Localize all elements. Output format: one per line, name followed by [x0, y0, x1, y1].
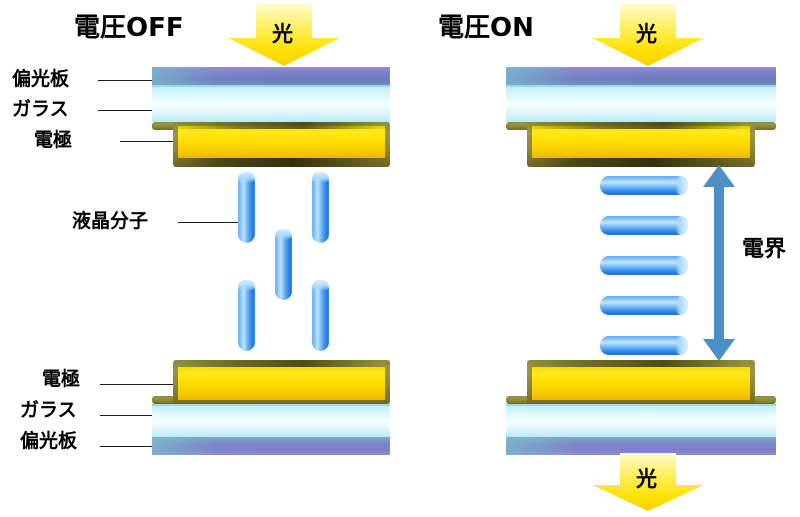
glass-edge-top-left — [152, 85, 390, 87]
electrode-body-bottom-left — [173, 360, 390, 404]
lc-molecule-right-1 — [600, 176, 688, 195]
glass-layer-bottom-left — [152, 404, 390, 437]
electrode-shadow-top-left — [173, 158, 390, 167]
electrode-highlight-top-right — [527, 122, 755, 129]
electric-field-arrow — [702, 165, 736, 361]
electrode-highlight-top-left — [173, 122, 390, 129]
leader-liquid-crystal-molecule — [178, 222, 246, 223]
glass-layer-top-left — [152, 85, 390, 122]
polarizer-layer-top-right — [506, 67, 776, 85]
leader-glass-top-left — [98, 110, 170, 111]
electrode-fill-bottom-right — [532, 367, 750, 400]
glass-edge-bottom-left — [152, 404, 390, 406]
lc-molecule-left-5 — [312, 280, 329, 351]
label-liquid-crystal-molecule: 液晶分子 — [72, 210, 149, 232]
lc-molecule-right-5 — [600, 336, 688, 355]
lc-molecule-left-2 — [312, 172, 329, 243]
label-glass-top-left: ガラス — [12, 98, 69, 120]
lc-molecule-cap — [675, 296, 688, 315]
panel-title-voltage-off: 電圧OFF — [74, 13, 184, 43]
polarizer-sheen-top-left — [152, 67, 390, 85]
lc-molecule-cap — [675, 216, 688, 235]
leader-polarizer-bottom-left — [100, 446, 168, 447]
light-label-top-left: 光 — [272, 22, 293, 46]
electrode-body-bottom-right — [527, 360, 755, 404]
leader-glass-bottom-left — [100, 415, 168, 416]
label-electric-field: 電界 — [742, 237, 787, 262]
electrode-fill-top-right — [532, 126, 750, 158]
glass-layer-bottom-right — [506, 404, 776, 437]
panel-title-voltage-on: 電圧ON — [438, 13, 534, 43]
electrode-shadow-top-right — [527, 158, 755, 167]
lc-molecule-right-3 — [600, 256, 688, 275]
lc-molecule-right-2 — [600, 216, 688, 235]
lc-molecule-cap — [238, 280, 255, 291]
polarizer-layer-top-left — [152, 67, 390, 85]
lc-molecule-left-1 — [238, 172, 255, 243]
lc-molecule-cap — [275, 229, 292, 240]
polarizer-layer-bottom-left — [152, 437, 390, 455]
electrode-highlight-bottom-right — [527, 360, 755, 367]
leader-electrode-top-left — [120, 141, 204, 142]
polarizer-sheen-bottom-right — [506, 437, 776, 455]
polarizer-sheen-bottom-left — [152, 437, 390, 455]
light-arrow-top-left — [228, 4, 340, 66]
lc-molecule-cap — [312, 280, 329, 291]
electrode-fill-bottom-left — [178, 367, 385, 400]
label-polarizer-top-left: 偏光板 — [12, 68, 70, 90]
lc-molecule-left-4 — [238, 280, 255, 351]
light-arrow-bottom-right — [592, 453, 704, 511]
polarizer-sheen-top-right — [506, 67, 776, 85]
lc-molecule-cap — [675, 176, 688, 195]
lc-molecule-left-3 — [275, 229, 292, 300]
glass-edge-bottom-right — [506, 404, 776, 406]
glass-edge-top-right — [506, 85, 776, 87]
light-label-bottom-right: 光 — [636, 467, 657, 491]
lc-molecule-cap — [675, 256, 688, 275]
lc-molecule-right-4 — [600, 296, 688, 315]
polarizer-layer-bottom-right — [506, 437, 776, 455]
electrode-body-top-left — [173, 122, 390, 167]
glass-layer-top-right — [506, 85, 776, 122]
label-electrode-bottom-left: 電極 — [42, 368, 81, 390]
leader-polarizer-top-left — [98, 80, 160, 81]
leader-electrode-bottom-left — [100, 384, 202, 385]
light-arrow-top-right — [592, 4, 704, 66]
lc-molecule-cap — [675, 336, 688, 355]
label-glass-bottom-left: ガラス — [20, 399, 77, 421]
electrode-highlight-bottom-left — [173, 360, 390, 367]
electrode-fill-top-left — [178, 126, 385, 158]
label-polarizer-bottom-left: 偏光板 — [20, 430, 78, 452]
light-label-top-right: 光 — [636, 22, 657, 46]
electrode-body-top-right — [527, 122, 755, 167]
label-electrode-top-left: 電極 — [34, 129, 73, 151]
lc-molecule-cap — [238, 172, 255, 183]
lc-molecule-cap — [312, 172, 329, 183]
